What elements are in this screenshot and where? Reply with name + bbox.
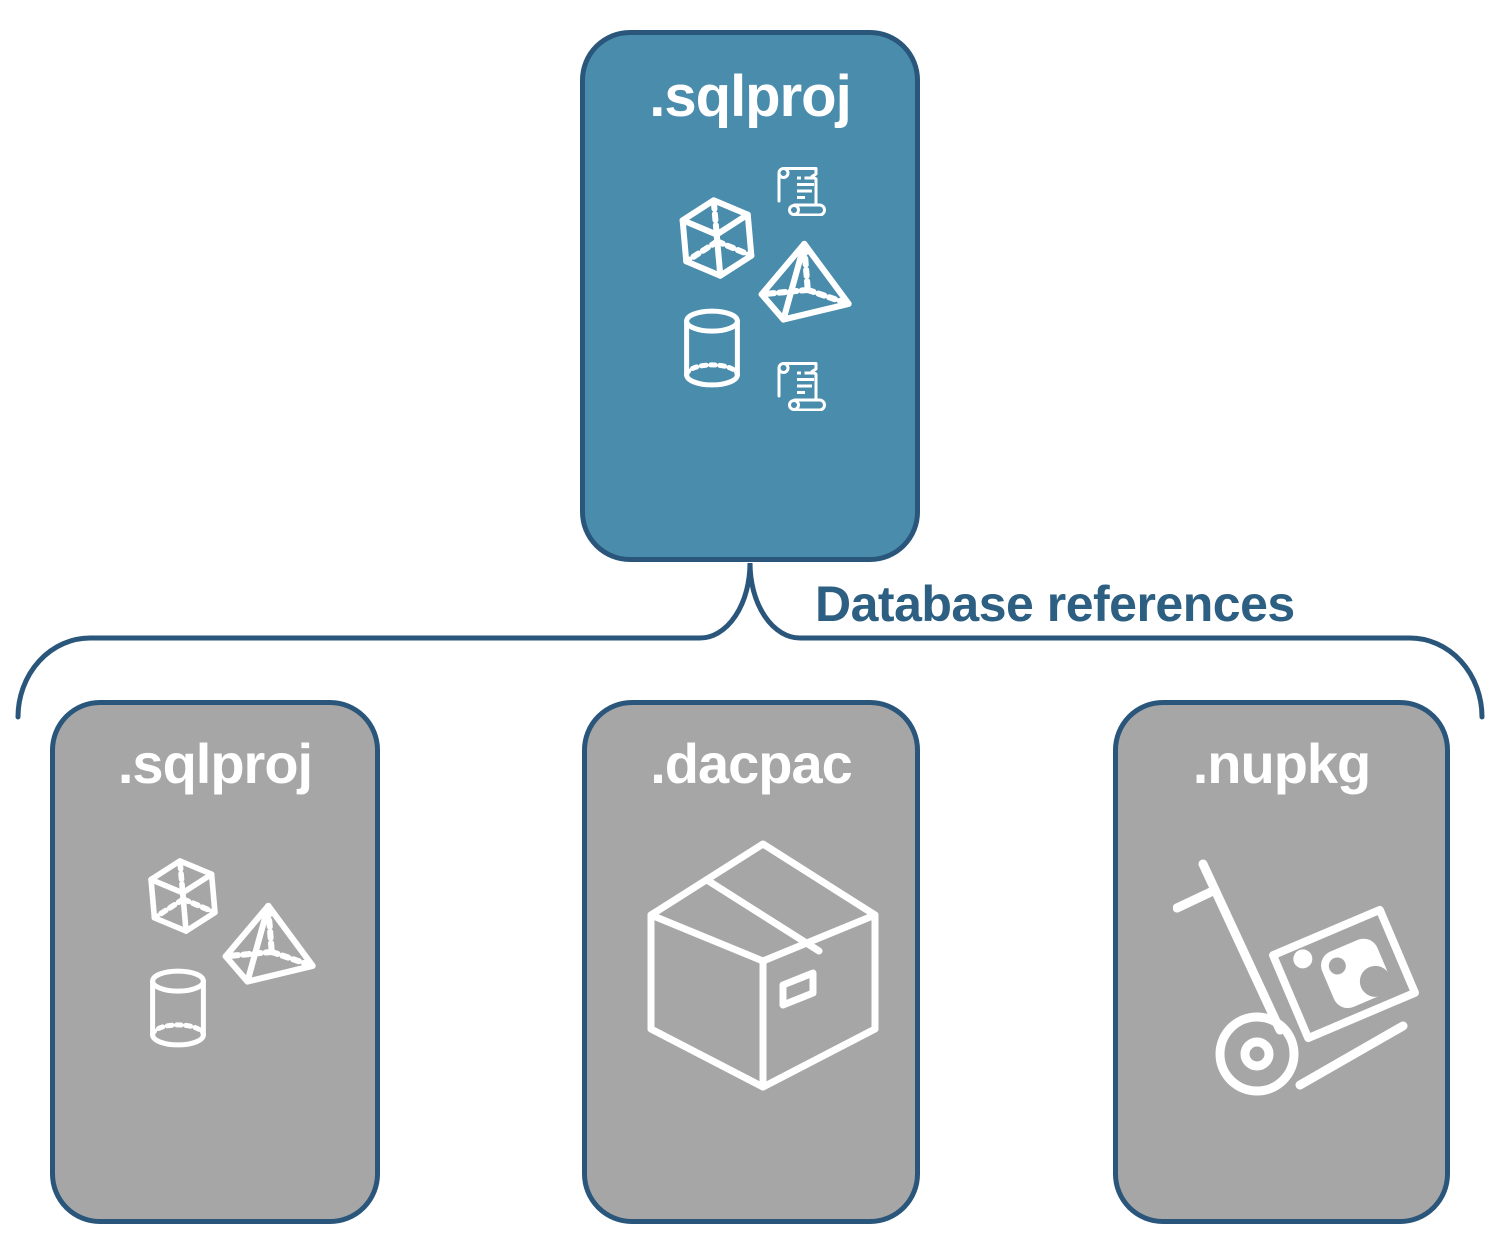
cube-icon: [142, 856, 224, 936]
cylinder-icon: [147, 968, 209, 1048]
connector-label: Database references: [815, 576, 1295, 632]
pyramid-icon: [753, 239, 853, 327]
node-title-sqlproj: .sqlproj: [117, 732, 313, 795]
node-child-dacpac: .dacpac: [582, 700, 920, 1224]
pyramid-icon: [217, 901, 317, 989]
script-scroll-icon: [776, 166, 826, 216]
node-child-sqlproj: .sqlproj: [50, 700, 380, 1224]
package-box-icon: [643, 833, 883, 1093]
node-title-dacpac: .dacpac: [650, 732, 853, 795]
script-scroll-icon: [776, 361, 826, 411]
node-title-top: .sqlproj: [649, 64, 851, 129]
cylinder-icon: [681, 308, 743, 388]
node-child-nupkg: .nupkg: [1113, 700, 1450, 1224]
hand-truck-nuget-package-icon: [1173, 850, 1423, 1100]
cube-icon: [673, 195, 761, 281]
node-top-sqlproj: .sqlproj: [580, 30, 920, 562]
node-title-nupkg: .nupkg: [1192, 732, 1372, 795]
